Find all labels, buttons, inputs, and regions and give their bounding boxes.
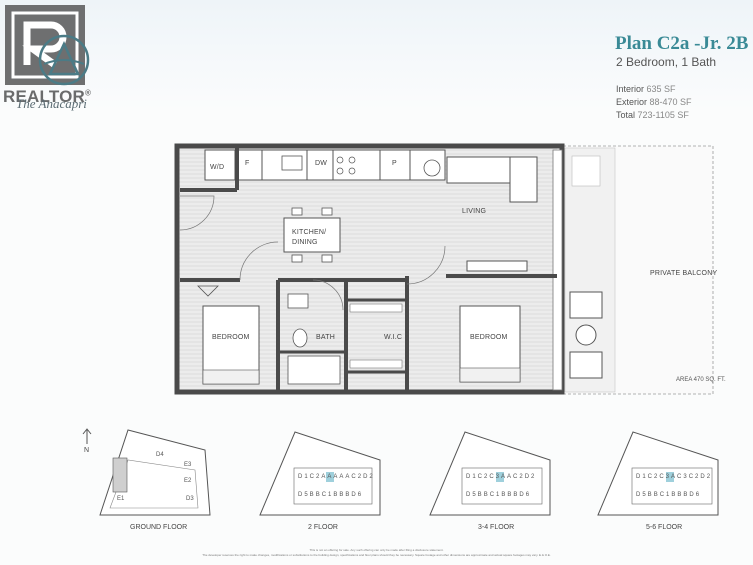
- realtor-wordmark: REALTOR®: [3, 87, 92, 106]
- label-wd: W/D: [210, 164, 225, 171]
- f34-bottom-units: D5BBC1BBBD6: [466, 492, 532, 498]
- tv-console: [466, 260, 528, 272]
- keyplan-floor-2: [259, 431, 381, 516]
- label-kitchen-dining: KITCHEN/ DINING: [292, 229, 327, 246]
- keyplan-floor-3-4: [429, 431, 551, 516]
- dining-table: [283, 217, 341, 253]
- floor-plan: [174, 143, 714, 395]
- balcony-chair-1: [569, 291, 603, 319]
- project-name: The Anacapri: [16, 96, 87, 111]
- plan-title: Plan C2a -Jr. 2B: [615, 33, 749, 54]
- label-living: LIVING: [462, 208, 487, 215]
- plan-subtitle: 2 Bedroom, 1 Bath: [616, 55, 717, 69]
- window-wall: [552, 149, 563, 391]
- sofa-chaise: [509, 156, 538, 203]
- balcony-table: [575, 324, 597, 346]
- gf-unit-e3: E3: [184, 462, 192, 468]
- disclaimer-line-1: This is not an offering for sale. Any su…: [309, 548, 444, 552]
- f2-top-units: D1C2AAAAAC2D2: [298, 474, 375, 480]
- spec-exterior: Exterior 88-470 SF: [616, 97, 692, 107]
- toilet: [292, 328, 308, 348]
- label-balcony-area: AREA 470 SQ. FT.: [676, 377, 726, 383]
- keyplan-ground: [99, 429, 211, 516]
- bathtub: [287, 355, 341, 385]
- balcony-chair-2: [569, 351, 603, 379]
- f56-bottom-units: D5BBC1BBBD6: [636, 492, 702, 498]
- disclaimer-line-2: The developer reserves the right to make…: [202, 553, 551, 557]
- floor-label-3-4: 3-4 FLOOR: [478, 524, 515, 531]
- floor-label-5-6: 5-6 FLOOR: [646, 524, 683, 531]
- label-bath: BATH: [316, 334, 335, 341]
- gf-unit-d3: D3: [186, 496, 194, 502]
- project-logo-icon: [38, 34, 90, 86]
- label-bedroom-2: BEDROOM: [470, 334, 508, 341]
- f2-bottom-units: D5BBC1BBBD6: [298, 492, 364, 498]
- header-background: [0, 0, 753, 110]
- keyplan-floor-5-6: [597, 431, 719, 516]
- label-balcony: PRIVATE BALCONY: [650, 270, 718, 277]
- f34-top-units: D1C2C3AAC2D2: [466, 474, 537, 480]
- gf-unit-e1: E1: [117, 496, 125, 502]
- north-label: N: [84, 447, 90, 454]
- spec-interior: Interior 635 SF: [616, 84, 676, 94]
- label-fridge: F: [245, 160, 250, 167]
- gf-unit-e2: E2: [184, 478, 192, 484]
- balcony-planter: [571, 155, 601, 187]
- label-wic: W.I.C: [384, 334, 403, 341]
- kitchen-counter: [204, 149, 446, 181]
- label-dishwasher: DW: [315, 160, 328, 167]
- balcony-inner: [564, 147, 616, 393]
- spec-total: Total 723-1105 SF: [616, 110, 689, 120]
- gf-unit-d4: D4: [156, 452, 164, 458]
- label-pantry: P: [392, 160, 397, 167]
- f56-top-units: D1C2C3AC3C2D2: [636, 474, 713, 480]
- floor-label-ground: GROUND FLOOR: [130, 524, 188, 531]
- label-bedroom-1: BEDROOM: [212, 334, 250, 341]
- key-plans: [99, 429, 719, 516]
- floor-label-2: 2 FLOOR: [308, 524, 338, 531]
- sink: [281, 155, 303, 171]
- vanity: [287, 293, 309, 309]
- north-arrow-icon: [82, 428, 92, 444]
